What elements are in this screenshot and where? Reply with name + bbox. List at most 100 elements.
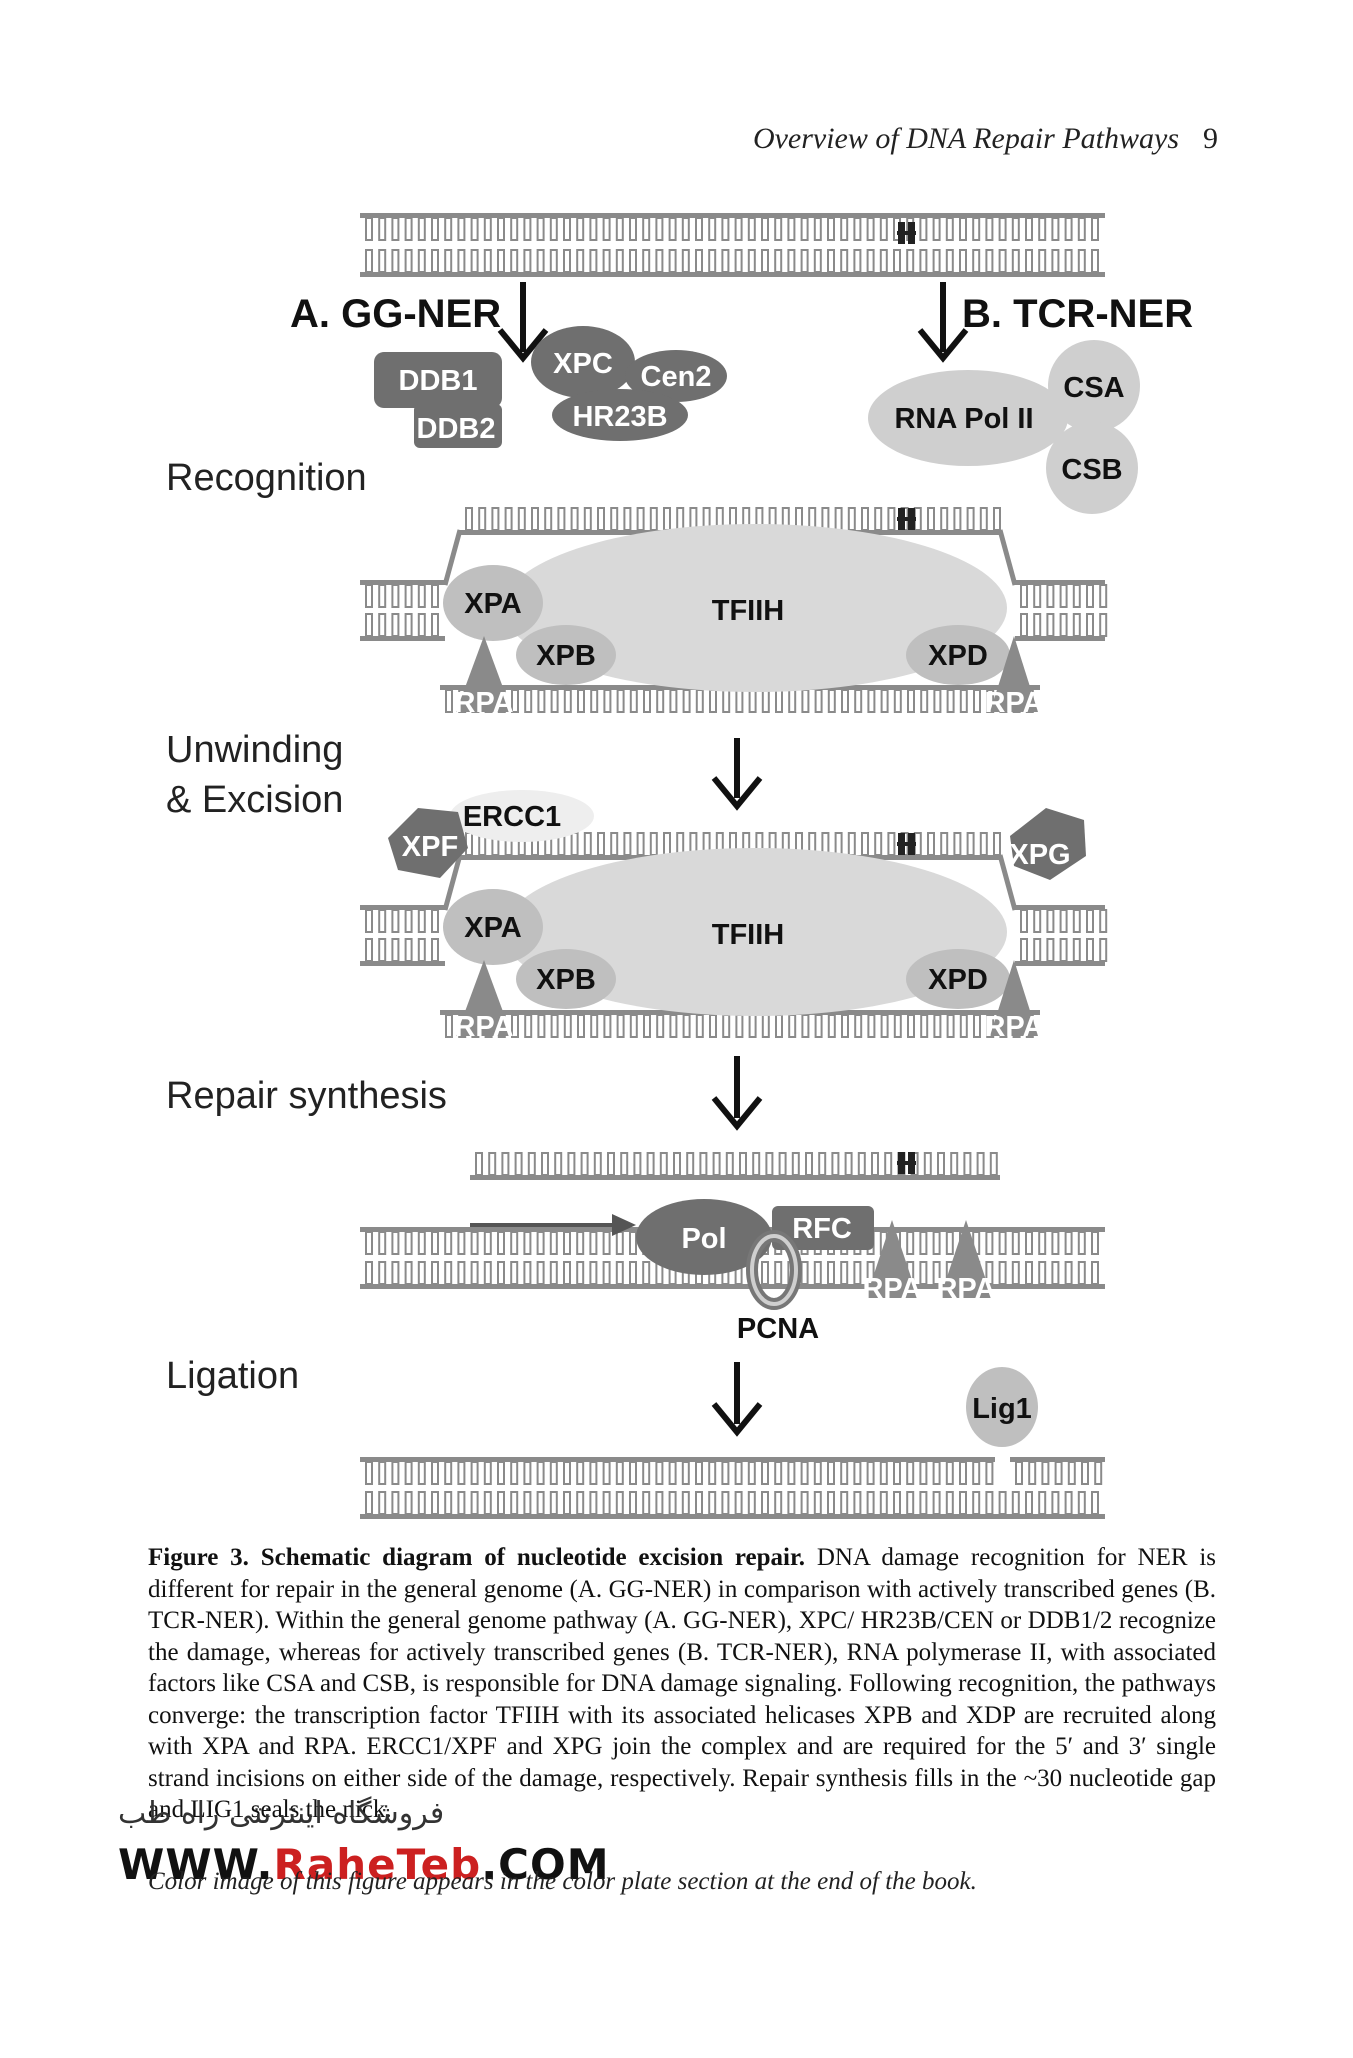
dna-base [431,217,439,241]
xpb-label-2: XPB [536,964,596,996]
rna-pol-ii-shape [868,370,1068,466]
dna-base [365,909,373,933]
dna-base [932,1261,941,1285]
dna-base [985,1461,994,1485]
dna-base [636,507,645,531]
dna-base [554,1152,563,1176]
dna-base [378,613,387,637]
dna-base [527,1152,536,1176]
dna-base [656,689,665,713]
dna-base [866,1491,875,1515]
dna-base [663,832,671,856]
dna-base [919,1261,928,1285]
dna-base [417,1261,426,1285]
xpf-shape [388,808,468,878]
color-plate-note: Color image of this figure appears in th… [148,1868,977,1895]
dna-base [590,689,599,713]
csb-label: CSB [1061,454,1122,486]
dna-base [669,689,678,713]
dna-base [649,832,658,856]
lig1-shape [966,1367,1038,1447]
dna-base [927,507,935,531]
dna-base [563,1231,571,1255]
dna-base [623,832,632,856]
dna-base [668,249,677,273]
dna-base [682,689,691,713]
dna-base [431,613,439,637]
stage-excision: & Excision [166,779,343,821]
dna-base [985,1231,994,1255]
dna-base [517,507,526,531]
dna-base [1025,1491,1033,1515]
rpa-shape-1a [456,636,512,712]
dna-base [1086,613,1094,637]
dna-base [669,1014,678,1038]
dna-base [523,1461,532,1485]
dna-bubble1-left-upper [360,580,445,608]
dna-base [444,1261,453,1285]
dna-base [787,249,796,273]
dna-base [602,1231,611,1255]
dna-base [866,217,875,241]
cen2-shape [625,350,727,402]
dna-base [840,1491,849,1515]
dna-base [1033,613,1042,637]
dna-bubble1-right-upper [1015,580,1108,608]
dna-bubble1-right-lower [1015,613,1108,641]
dna-base [959,249,967,273]
dna-base [844,1152,853,1176]
dna-backbone [1010,1457,1105,1462]
dna-base [457,249,466,273]
dna-base [1072,938,1081,962]
dna-base [570,832,579,856]
dna-base [682,1014,691,1038]
dna-base [431,1491,439,1515]
dna-base [857,1152,866,1176]
dna-base [602,1491,611,1515]
dna-base [404,584,413,608]
dna-base [861,832,869,856]
dna-base [391,613,400,637]
dna-base [945,1491,954,1515]
dna-base [642,1491,651,1515]
dna-base [695,689,704,713]
dna-base [549,1491,558,1515]
dna-base [623,507,632,531]
dna-base [761,249,769,273]
dna-base [602,1261,611,1285]
tfiih-label-1: TFIIH [712,595,785,627]
dna-base [510,249,519,273]
dna-base [475,1152,483,1176]
dna-base [616,689,625,713]
dna-base [774,1461,783,1485]
dna-base [378,909,387,933]
dna-base [457,217,466,241]
dna-base [541,1152,549,1176]
rpa-shape-1b [990,636,1038,712]
dna-base [841,1014,849,1038]
rpa-shape-2a [456,960,512,1036]
dna-base [979,507,988,531]
dna-base [814,689,823,713]
dna-base [378,1491,387,1515]
dna-base [722,1014,731,1038]
dna-base [919,249,928,273]
dna-base [959,689,968,713]
dna-base [431,584,439,608]
xpa-label-1: XPA [464,588,522,620]
dna-base [510,1491,519,1515]
dna-base [378,1261,387,1285]
dna-base [590,1014,599,1038]
dna-base [923,1152,932,1176]
dna-base [1033,584,1042,608]
dna-base [497,249,505,273]
dna-bubble2-left-upper [360,905,445,933]
dna-base [721,1461,730,1485]
dna-base [1020,613,1028,637]
dna-base [919,217,928,241]
dna-bubble1-fork-left [442,529,463,586]
dna-base [867,689,876,713]
dna-base [893,1461,901,1485]
xpa-label-2: XPA [464,912,522,944]
